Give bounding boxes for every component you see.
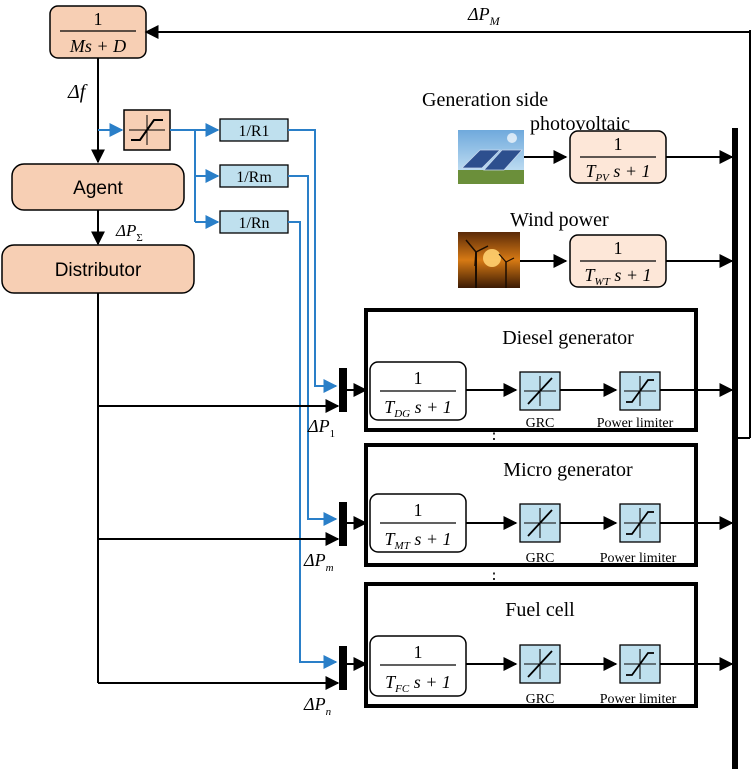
- diesel-generator-unit: Diesel generator 1 TDG s + 1 GRC Power l…: [307, 308, 734, 440]
- micro-limiter-block: [619, 503, 661, 543]
- svg-text:TFC s + 1: TFC s + 1: [385, 672, 451, 695]
- micro-generator-unit: Micro generator 1 TMT s + 1 GRC Power li…: [303, 443, 734, 574]
- summing-bar-1: [339, 368, 347, 412]
- svg-text:ΔPΣ: ΔPΣ: [115, 221, 143, 244]
- fuel-cell-limiter-block: [619, 644, 661, 684]
- micro-grc-label: GRC: [526, 551, 555, 566]
- diesel-grc-label: GRC: [526, 416, 555, 431]
- generation-side-label: Generation side: [422, 89, 548, 111]
- delta-psum-sub: Σ: [136, 232, 142, 244]
- solar-panel-image: [458, 130, 524, 184]
- droop-block-1: 1/R1: [219, 118, 289, 142]
- droop-block-n: 1/Rn: [219, 210, 289, 234]
- pv-transfer-block: 1 TPV s + 1: [569, 130, 667, 184]
- fuel-cell-limiter-label: Power limiter: [600, 692, 677, 707]
- svg-text:TPV s + 1: TPV s + 1: [585, 161, 650, 184]
- delta-pm-sub: M: [489, 14, 501, 28]
- svg-text:TMT s + 1: TMT s + 1: [385, 529, 452, 552]
- fuel-cell-unit: Fuel cell 1 TFC s + 1 GRC Power limiter …: [303, 582, 734, 718]
- diesel-limiter-label: Power limiter: [597, 416, 674, 431]
- wind-label: Wind power: [510, 209, 609, 231]
- deadband-block: [123, 109, 171, 151]
- diesel-limiter-block: [619, 371, 661, 411]
- svg-text:1: 1: [414, 368, 423, 388]
- micro-grc-block: [519, 503, 561, 543]
- svg-text:TWT s + 1: TWT s + 1: [585, 265, 652, 288]
- fuel-cell-title: Fuel cell: [505, 599, 575, 621]
- wind-turbine-image: [458, 232, 520, 288]
- pv-tf-numerator: 1: [614, 134, 623, 154]
- summing-bar-n: [339, 646, 347, 690]
- delta-pm-main: ΔP: [467, 4, 490, 24]
- distributor-block: Distributor: [1, 244, 195, 294]
- droop-block-m: 1/Rm: [219, 164, 289, 188]
- fuel-cell-grc-label: GRC: [526, 692, 555, 707]
- system-transfer-block: 1 Ms + D: [49, 5, 147, 59]
- droop-label-1: 1/R1: [238, 123, 269, 140]
- distributor-label: Distributor: [55, 260, 142, 281]
- summing-bar-m: [339, 502, 347, 546]
- svg-text:ΔPn: ΔPn: [303, 694, 332, 718]
- svg-text:1: 1: [414, 500, 423, 520]
- system-tf-denominator: Ms + D: [69, 36, 126, 56]
- micro-generator-title: Micro generator: [503, 459, 633, 481]
- fuel-cell-tf-block: [369, 635, 467, 697]
- agent-label: Agent: [73, 178, 123, 199]
- svg-text:ΔPM: ΔPM: [467, 4, 501, 28]
- diesel-generator-title: Diesel generator: [502, 327, 634, 349]
- delta-psum-main: ΔP: [115, 221, 136, 240]
- svg-text:ΔP1: ΔP1: [307, 416, 335, 440]
- diesel-grc-block: [519, 371, 561, 411]
- svg-text:1: 1: [414, 642, 423, 662]
- wind-tf-numerator: 1: [614, 238, 623, 258]
- pv-label: photovoltaic: [530, 113, 630, 135]
- delta-pm-feedback: ΔPM: [144, 4, 751, 39]
- wind-transfer-block: 1 TWT s + 1: [569, 234, 667, 288]
- delta-f-label: Δf: [67, 81, 88, 103]
- system-tf-numerator: 1: [94, 9, 103, 29]
- fuel-cell-grc-block: [519, 644, 561, 684]
- svg-text:TDG s + 1: TDG s + 1: [384, 397, 452, 420]
- droop-label-m: 1/Rm: [236, 169, 272, 186]
- agent-block: Agent: [11, 163, 185, 211]
- micro-limiter-label: Power limiter: [600, 551, 677, 566]
- droop-label-n: 1/Rn: [238, 215, 269, 232]
- svg-text:ΔPm: ΔPm: [303, 550, 334, 574]
